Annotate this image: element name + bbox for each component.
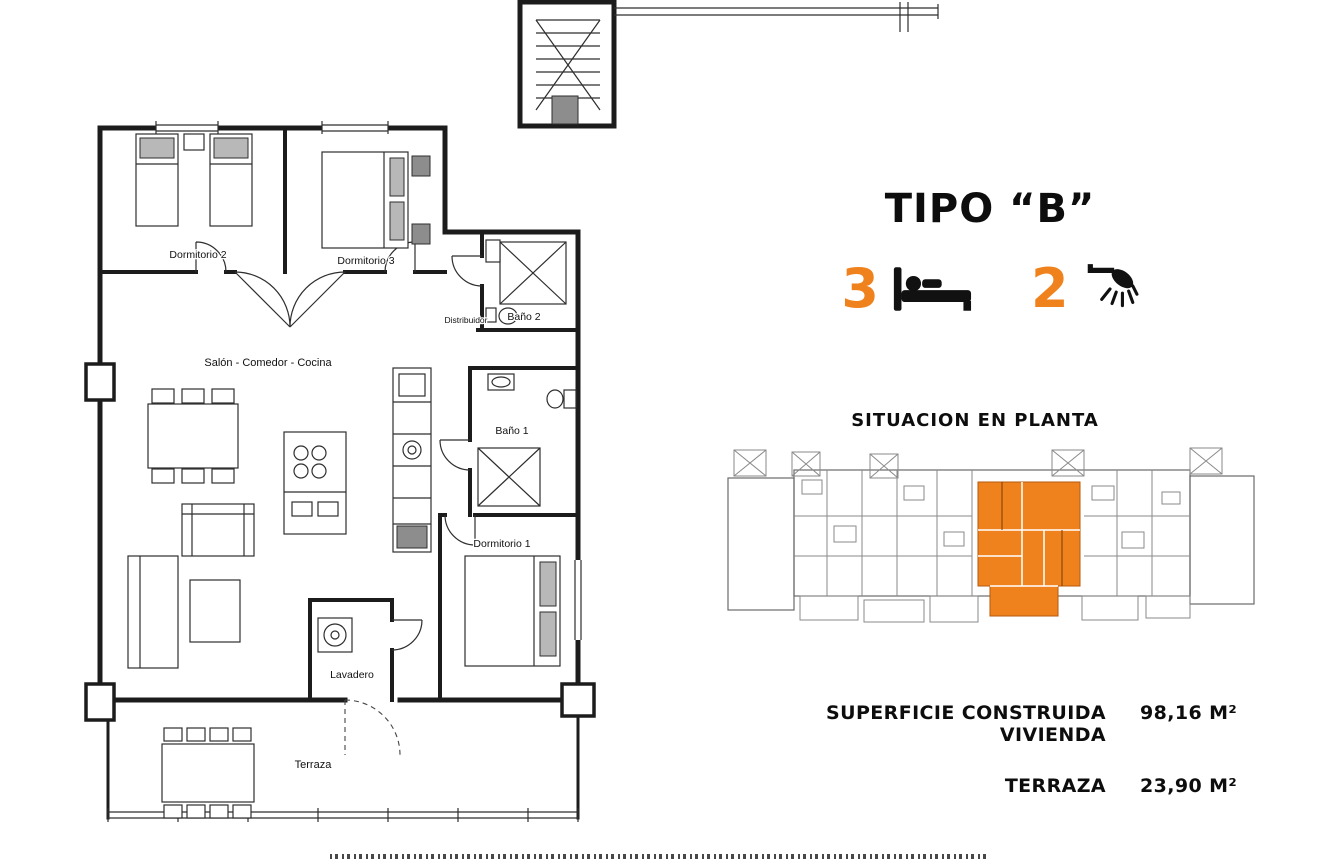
kitchen-island — [283, 431, 347, 535]
nightstand — [411, 155, 431, 177]
room-label-dormitorio-1: Dormitorio 1 — [473, 538, 530, 550]
dining-table — [147, 403, 239, 469]
pillar — [84, 362, 596, 722]
highlighted-unit — [977, 481, 1081, 617]
area-label: SUPERFICIE CONSTRUIDA VIVIENDA — [826, 702, 1106, 746]
coffee-table — [189, 579, 241, 643]
pillow — [539, 561, 557, 607]
bedrooms-feature: 3 — [841, 262, 975, 316]
room-bano-1 — [477, 373, 577, 507]
washing-machine — [317, 617, 353, 653]
stair-core — [517, 0, 939, 129]
outdoor-table — [161, 743, 255, 803]
chaise-sofa — [127, 555, 179, 669]
area-row-vivienda: SUPERFICIE CONSTRUIDA VIVIENDA 98,16 M² — [725, 702, 1250, 746]
chair — [151, 468, 175, 484]
chair — [181, 468, 205, 484]
toilet — [546, 389, 564, 409]
toilet-tank — [485, 307, 497, 323]
interior-walls — [98, 126, 580, 702]
balconies — [799, 595, 1191, 623]
bed-icon — [893, 267, 972, 311]
kitchen-sink — [291, 501, 313, 517]
fridge — [396, 525, 428, 549]
nightstand — [183, 133, 205, 151]
room-label-salon: Salón - Comedor - Cocina — [204, 357, 332, 369]
sofa — [181, 503, 255, 557]
area-value: 98,16 M² — [1140, 702, 1238, 724]
room-labels: Dormitorio 2 Dormitorio 3 Baño 2 Distrib… — [168, 248, 542, 773]
chair — [181, 388, 205, 404]
party-wall-lines — [614, 2, 939, 32]
chair — [232, 804, 252, 819]
oven-icon — [402, 440, 422, 460]
floor-plan: Dormitorio 2 Dormitorio 3 Baño 2 Distrib… — [84, 0, 939, 822]
site-plan — [727, 447, 1255, 623]
room-label-dormitorio-2: Dormitorio 2 — [169, 249, 226, 261]
room-lavadero — [317, 617, 353, 653]
room-dormitorio-2 — [135, 133, 253, 227]
room-dormitorio-1 — [464, 555, 561, 667]
window — [155, 121, 584, 640]
plan-type-title: TIPO “B” — [884, 186, 1096, 232]
room-bano-2 — [485, 239, 567, 325]
situation-heading: SITUACION EN PLANTA — [851, 410, 1099, 431]
sink — [485, 239, 501, 263]
pillow — [389, 157, 405, 197]
pillow — [213, 137, 249, 159]
bathrooms-feature: 2 — [1031, 260, 1139, 318]
bathrooms-count: 2 — [1031, 257, 1069, 320]
pillow — [389, 201, 405, 241]
shaft-block — [551, 95, 579, 125]
room-label-distribuidor: Distribuidor — [445, 315, 488, 325]
room-terraza — [161, 727, 255, 819]
toilet — [498, 307, 518, 325]
area-value: 23,90 M² — [1140, 775, 1238, 797]
door-arcs — [195, 241, 483, 756]
chair — [211, 388, 235, 404]
chair — [232, 727, 252, 742]
pillow — [539, 611, 557, 657]
terrace-door — [344, 699, 401, 756]
chair — [211, 468, 235, 484]
double-swing-door — [234, 271, 346, 328]
room-label-lavadero: Lavadero — [330, 669, 374, 681]
pillow — [139, 137, 175, 159]
room-salon — [127, 388, 347, 669]
bedrooms-count: 3 — [841, 257, 879, 320]
chair — [186, 804, 206, 819]
room-dormitorio-3 — [321, 151, 431, 249]
area-row-terraza: TERRAZA 23,90 M² — [725, 775, 1250, 797]
chair — [186, 727, 206, 742]
room-label-bano-1: Baño 1 — [495, 425, 528, 437]
room-label-terraza: Terraza — [295, 759, 333, 771]
highlighted-unit-shape — [977, 481, 1081, 617]
areas-block: SUPERFICIE CONSTRUIDA VIVIENDA 98,16 M² … — [725, 702, 1250, 826]
features-row: 3 2 — [790, 252, 1190, 326]
stair-cores — [733, 447, 1223, 479]
shower-icon — [1087, 264, 1139, 308]
kitchen-column — [392, 367, 432, 553]
chair — [163, 727, 183, 742]
unit-divisions — [794, 470, 1190, 596]
nightstand — [411, 223, 431, 245]
chair — [151, 388, 175, 404]
clipped-footer-text — [330, 854, 990, 859]
chair — [209, 804, 229, 819]
area-label: TERRAZA — [1004, 775, 1106, 797]
room-label-dormitorio-3: Dormitorio 3 — [337, 255, 394, 267]
room-label-bano-2: Baño 2 — [507, 311, 540, 323]
toilet-tank — [563, 389, 577, 409]
chair — [209, 727, 229, 742]
chair — [163, 804, 183, 819]
